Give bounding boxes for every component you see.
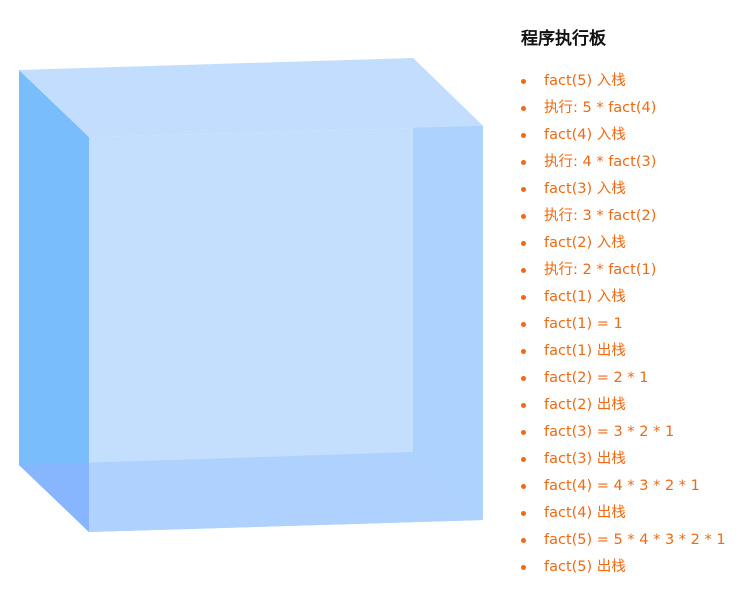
panel-title: 程序执行板 [521,29,606,49]
execution-step: fact(2) = 2 * 1 [521,365,749,392]
cube-left-face [19,70,89,532]
execution-step: fact(1) = 1 [521,311,749,338]
execution-panel: 程序执行板 fact(5) 入栈执行: 5 * fact(4)fact(4) 入… [521,28,749,581]
execution-step: fact(3) 入栈 [521,176,749,203]
execution-step: fact(5) 出栈 [521,554,749,581]
execution-step: 执行: 4 * fact(3) [521,149,749,176]
execution-step: fact(4) 入栈 [521,122,749,149]
execution-step: fact(1) 出栈 [521,338,749,365]
cube-top-face [19,58,483,137]
cube-front-face [89,126,483,532]
execution-step: fact(3) = 3 * 2 * 1 [521,419,749,446]
execution-step: fact(5) 入栈 [521,68,749,95]
execution-step: fact(3) 出栈 [521,446,749,473]
execution-step: fact(5) = 5 * 4 * 3 * 2 * 1 [521,527,749,554]
execution-step: fact(1) 入栈 [521,284,749,311]
execution-step: fact(2) 出栈 [521,392,749,419]
execution-step: fact(4) 出栈 [521,500,749,527]
execution-step: fact(2) 入栈 [521,230,749,257]
execution-step-list: fact(5) 入栈执行: 5 * fact(4)fact(4) 入栈执行: 4… [521,68,749,581]
execution-step: fact(4) = 4 * 3 * 2 * 1 [521,473,749,500]
stack-cube [19,58,483,532]
execution-step: 执行: 5 * fact(4) [521,95,749,122]
execution-step: 执行: 3 * fact(2) [521,203,749,230]
execution-step: 执行: 2 * fact(1) [521,257,749,284]
